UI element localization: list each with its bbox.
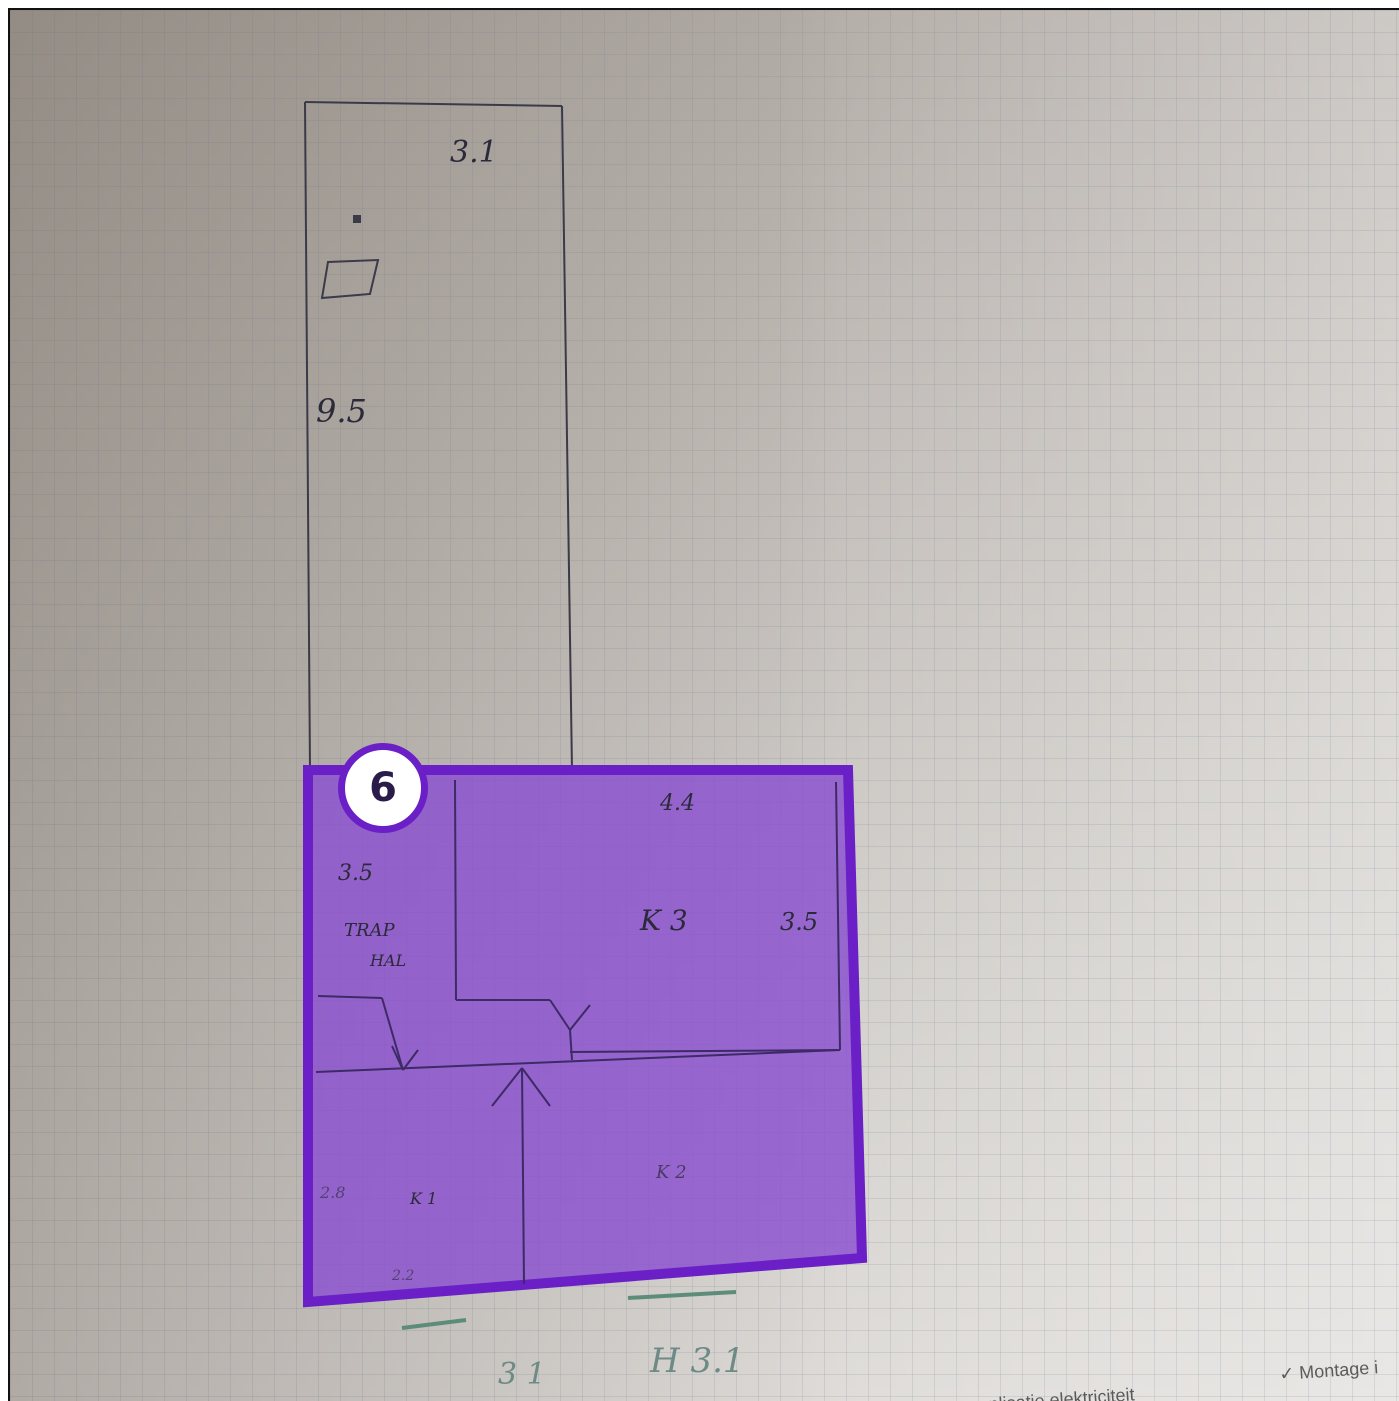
room-k1-height: 2.8 <box>319 1183 345 1202</box>
green-marks <box>401 1290 737 1330</box>
floor-plan-sketch: 3.1 9.5 4.4 K 3 3.5 3.5 TRAP <box>303 101 1379 1401</box>
footer-item-electricity: …nlisatie elektriciteit <box>970 1384 1135 1401</box>
room-k2-name: K 2 <box>655 1162 687 1183</box>
interior-walls <box>315 779 841 1285</box>
bottom-left-label: 3 1 <box>498 1357 546 1392</box>
width-label: 3.1 <box>450 135 498 170</box>
window-symbol <box>320 215 380 300</box>
stair-label-2: HAL <box>369 951 406 970</box>
room-k1-width: 2.2 <box>391 1268 414 1284</box>
room-k3-height: 3.5 <box>780 908 818 936</box>
bottom-right-label: H 3.1 <box>649 1341 745 1381</box>
step-number-badge: 6 <box>338 743 428 833</box>
room-k3-width: 4.4 <box>659 791 695 816</box>
stair-label-1: TRAP <box>344 920 396 941</box>
length-label: 9.5 <box>316 392 367 430</box>
stair-height: 3.5 <box>338 861 373 886</box>
upper-room-outline <box>304 101 573 771</box>
highlight-region <box>303 765 868 1308</box>
photo-frame: 3.1 9.5 4.4 K 3 3.5 3.5 TRAP <box>8 8 1399 1401</box>
room-k3-name: K 3 <box>639 904 688 937</box>
highlight-box <box>303 765 868 1308</box>
footer-item-montage: Montage i <box>1299 1357 1379 1382</box>
room-k1-name: K 1 <box>409 1189 437 1208</box>
check-icon: ✓ <box>1279 1363 1295 1384</box>
